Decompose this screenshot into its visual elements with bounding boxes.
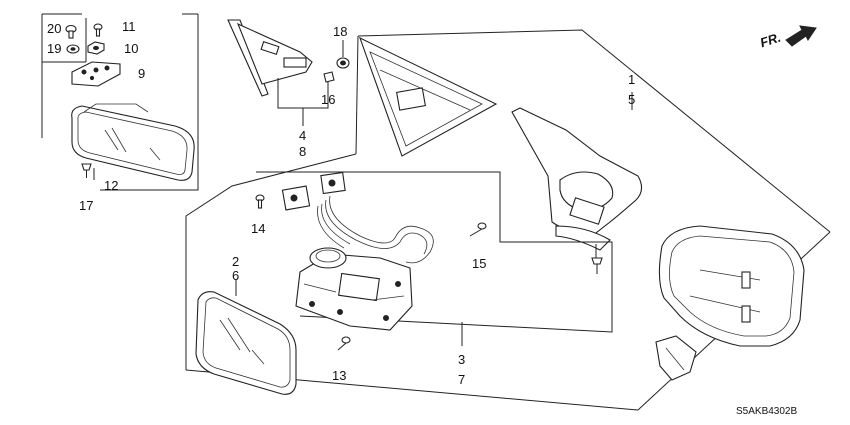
callout-11: 11 bbox=[122, 19, 136, 34]
callout-17: 17 bbox=[79, 198, 93, 213]
callout-labels: 20 19 11 10 9 12 17 4 8 16 18 1 5 14 15 … bbox=[47, 19, 797, 417]
callout-7: 7 bbox=[458, 372, 465, 387]
callout-15: 15 bbox=[472, 256, 486, 271]
callout-20: 20 bbox=[47, 21, 61, 36]
rearview-mirror-12-icon bbox=[71, 103, 195, 181]
screw-base-icon bbox=[591, 257, 603, 274]
washer-19-icon bbox=[66, 44, 80, 54]
screw-13-icon bbox=[337, 336, 351, 351]
rearview-mirror-group bbox=[41, 13, 199, 191]
callout-1: 1 bbox=[628, 72, 635, 87]
clip-16-icon bbox=[323, 71, 335, 83]
callout-3: 3 bbox=[458, 352, 465, 367]
mount-bracket-9-icon bbox=[71, 61, 121, 87]
triangle-garnish-icon bbox=[359, 36, 498, 157]
screw-15-icon bbox=[469, 222, 487, 237]
connector-icon bbox=[281, 171, 346, 211]
callout-10: 10 bbox=[124, 41, 138, 56]
callout-6: 6 bbox=[232, 268, 239, 283]
mirror-base-icon bbox=[511, 107, 643, 262]
callout-19: 19 bbox=[47, 41, 61, 56]
callout-9: 9 bbox=[138, 66, 145, 81]
callout-14: 14 bbox=[251, 221, 265, 236]
screw-20-icon bbox=[65, 24, 77, 39]
screw-11-icon bbox=[93, 23, 103, 37]
callout-5: 5 bbox=[628, 92, 635, 107]
mirror-housing-icon bbox=[658, 225, 805, 347]
callout-4: 4 bbox=[299, 128, 306, 143]
callout-16: 16 bbox=[321, 92, 335, 107]
callout-12: 12 bbox=[104, 178, 118, 193]
callout-18: 18 bbox=[333, 24, 347, 39]
screw-17-icon bbox=[81, 163, 92, 178]
front-direction-arrow-icon bbox=[785, 25, 817, 47]
garnish-group bbox=[227, 19, 350, 126]
mirror-glass-icon bbox=[195, 291, 297, 395]
diagram-code: S5AKB4302B bbox=[736, 406, 797, 417]
front-direction-label: FR. bbox=[758, 30, 783, 51]
callout-13: 13 bbox=[332, 368, 346, 383]
screw-14-icon bbox=[255, 194, 265, 209]
nut-10-icon bbox=[87, 41, 105, 55]
callout-8: 8 bbox=[299, 144, 306, 159]
mirror-actuator-icon bbox=[295, 247, 413, 331]
nut-18-icon bbox=[336, 57, 350, 69]
housing-clip-icon bbox=[655, 335, 697, 381]
actuator-group bbox=[256, 171, 613, 346]
wiring-harness-icon bbox=[317, 195, 434, 264]
callout-2: 2 bbox=[232, 254, 239, 269]
